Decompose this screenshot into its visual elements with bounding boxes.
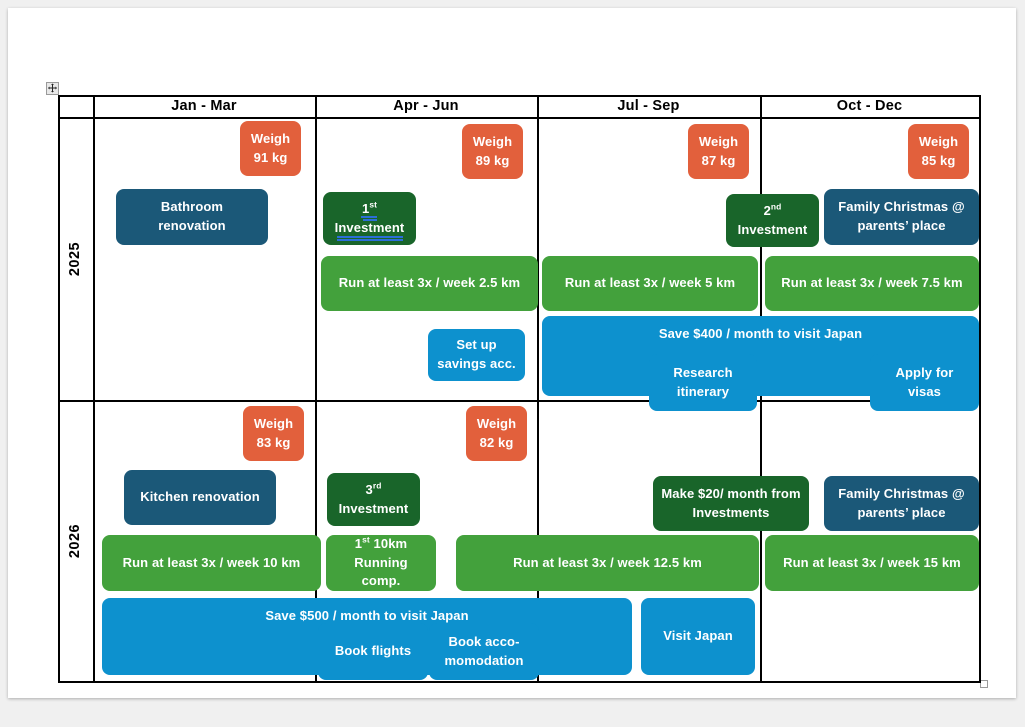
task-visas-line1: Apply for	[895, 364, 954, 380]
task-investment-1-ordinal: 1st	[361, 199, 378, 216]
table-move-handle-icon[interactable]	[46, 82, 59, 95]
grid-line-left	[58, 95, 60, 681]
spellcheck-underline-icon	[337, 239, 403, 241]
task-run-10km-label: Run at least 3x / week 10 km	[122, 554, 301, 570]
task-research-line2: itinerary	[676, 383, 730, 399]
task-savings-acc-line2: savings acc.	[437, 356, 516, 371]
task-weigh-85-line1: Weigh	[918, 133, 959, 149]
task-weigh-85[interactable]: Weigh 85 kg	[908, 124, 969, 179]
grid-line-bottom	[58, 681, 981, 683]
task-run-7-5km-label: Run at least 3x / week 7.5 km	[781, 275, 963, 291]
spellcheck-underline-icon	[337, 236, 403, 238]
task-setup-savings-account[interactable]: Set up savings acc.	[428, 329, 525, 381]
task-run-12-5km[interactable]: Run at least 3x / week 12.5 km	[456, 535, 759, 591]
task-run-15km[interactable]: Run at least 3x / week 15 km	[765, 535, 979, 591]
task-weigh-83-line1: Weigh	[253, 415, 294, 431]
task-make-20-line1: Make $20/ month from	[661, 485, 801, 501]
task-investment-3-line2: Investment	[338, 500, 409, 516]
task-weigh-87[interactable]: Weigh 87 kg	[688, 124, 749, 179]
task-xmas-2025-line1: Family Christmas @	[838, 199, 965, 215]
task-investment-3[interactable]: 3rd Investment	[327, 473, 420, 526]
task-make-20-line2: Investments	[692, 504, 770, 520]
task-run-15km-label: Run at least 3x / week 15 km	[783, 554, 961, 570]
grid-line-row-divider	[58, 400, 981, 402]
task-weigh-87-line2: 87 kg	[701, 152, 736, 168]
task-book-accom-line1: Book acco-	[448, 633, 520, 649]
task-research-itinerary[interactable]: Research itinerary	[649, 354, 757, 411]
task-book-accom-line2: momodation	[444, 652, 524, 668]
grid-line-rowhdr	[93, 95, 95, 681]
task-xmas-2025-line2: parents’ place	[857, 218, 946, 233]
task-family-christmas-2026[interactable]: Family Christmas @ parents’ place	[824, 476, 979, 531]
spellcheck-underline-icon	[361, 216, 377, 218]
task-first-10km-running-comp[interactable]: 1st 10km Running comp.	[326, 535, 436, 591]
task-bathroom-renovation[interactable]: Bathroom renovation	[116, 189, 268, 245]
task-investment-2[interactable]: 2nd Investment	[726, 194, 819, 247]
task-run-7-5km[interactable]: Run at least 3x / week 7.5 km	[765, 256, 979, 311]
task-savings-acc-line1: Set up	[456, 337, 497, 353]
task-run-10km[interactable]: Run at least 3x / week 10 km	[102, 535, 321, 591]
grid-line-col1	[315, 95, 317, 681]
task-weigh-83[interactable]: Weigh 83 kg	[243, 406, 304, 461]
column-header-oct-dec: Oct - Dec	[836, 98, 903, 114]
task-investment-2-ordinal: 2nd	[763, 201, 782, 218]
task-weigh-82-line2: 82 kg	[479, 434, 514, 450]
task-weigh-91[interactable]: Weigh 91 kg	[240, 121, 301, 176]
task-run-2-5km[interactable]: Run at least 3x / week 2.5 km	[321, 256, 538, 311]
task-visas-line2: visas	[907, 383, 942, 399]
task-weigh-87-line1: Weigh	[698, 133, 739, 149]
task-comp-10k-line1: 1st 10km	[354, 534, 408, 551]
task-book-flights-label: Book flights	[334, 643, 412, 659]
column-header-jan-mar: Jan - Mar	[171, 98, 237, 114]
task-run-12-5km-label: Run at least 3x / week 12.5 km	[513, 554, 702, 570]
spellcheck-underline-icon	[363, 219, 377, 221]
task-save-500-label: Save $500 / month to visit Japan	[265, 608, 469, 623]
task-book-accommodation[interactable]: Book acco- momodation	[429, 623, 539, 680]
task-research-line1: Research	[673, 364, 733, 380]
task-investment-2-line2: Investment	[737, 221, 808, 237]
task-xmas-2026-line2: parents’ place	[857, 504, 946, 520]
task-weigh-83-line2: 83 kg	[256, 434, 291, 450]
task-make-20-investments[interactable]: Make $20/ month from Investments	[653, 476, 809, 531]
task-weigh-82-line1: Weigh	[476, 415, 517, 431]
task-kitchen-renovation[interactable]: Kitchen renovation	[124, 470, 276, 525]
grid-line-header-bottom	[58, 117, 981, 119]
column-header-apr-jun: Apr - Jun	[393, 98, 459, 114]
task-weigh-89-line2: 89 kg	[475, 152, 510, 168]
task-visit-japan[interactable]: Visit Japan	[641, 598, 755, 675]
task-book-flights[interactable]: Book flights	[318, 623, 428, 680]
task-investment-1[interactable]: 1st Investment	[323, 192, 416, 245]
task-run-5km[interactable]: Run at least 3x / week 5 km	[542, 256, 758, 311]
task-run-5km-label: Run at least 3x / week 5 km	[564, 275, 736, 291]
grid-line-col2	[537, 95, 539, 681]
document-page: Jan - Mar Apr - Jun Jul - Sep Oct - Dec …	[8, 8, 1016, 698]
task-weigh-82[interactable]: Weigh 82 kg	[466, 406, 527, 461]
task-weigh-91-line2: 91 kg	[253, 149, 288, 165]
column-header-jul-sep: Jul - Sep	[617, 98, 680, 114]
row-header-2025: 2025	[58, 117, 93, 400]
task-investment-1-line2: Investment	[334, 219, 405, 235]
task-weigh-91-line1: Weigh	[250, 130, 291, 146]
task-investment-3-ordinal: 3rd	[365, 480, 382, 497]
task-bathroom-line2: renovation	[158, 218, 226, 233]
grid-line-top	[58, 95, 981, 97]
table-resize-handle-icon[interactable]	[980, 680, 988, 688]
task-apply-for-visas[interactable]: Apply for visas	[870, 354, 979, 411]
task-weigh-89[interactable]: Weigh 89 kg	[462, 124, 523, 179]
task-kitchen-label: Kitchen renovation	[140, 489, 260, 505]
row-header-2026-label: 2026	[67, 523, 84, 558]
task-family-christmas-2025[interactable]: Family Christmas @ parents’ place	[824, 189, 979, 245]
task-weigh-85-line2: 85 kg	[921, 152, 956, 168]
task-comp-10k-line2: Running comp.	[354, 554, 408, 589]
task-run-2-5km-label: Run at least 3x / week 2.5 km	[338, 275, 521, 291]
grid-line-right	[979, 95, 981, 681]
row-header-2025-label: 2025	[67, 241, 84, 276]
roadmap-table: Jan - Mar Apr - Jun Jul - Sep Oct - Dec …	[58, 95, 981, 683]
row-header-2026: 2026	[58, 400, 93, 681]
task-visit-japan-label: Visit Japan	[663, 628, 733, 644]
task-xmas-2026-line1: Family Christmas @	[838, 485, 965, 501]
task-weigh-89-line1: Weigh	[472, 133, 513, 149]
task-bathroom-line1: Bathroom	[160, 199, 224, 215]
task-save-400-label: Save $400 / month to visit Japan	[658, 326, 863, 341]
